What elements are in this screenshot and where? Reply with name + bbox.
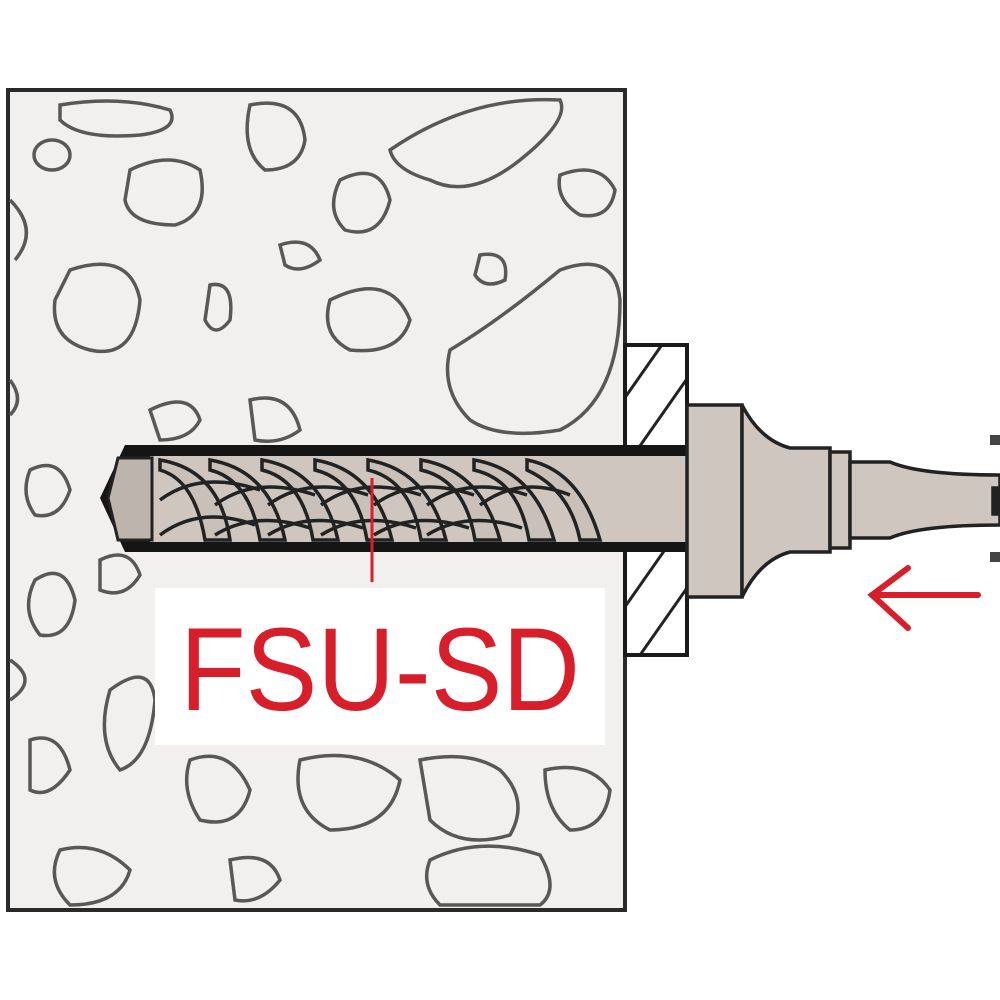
label-background [155, 588, 605, 745]
product-label: FSU-SD [155, 478, 605, 745]
aggregate-stones [8, 97, 622, 907]
screw-thread [158, 457, 603, 542]
concrete-screw-anchor [106, 456, 687, 542]
setting-tool [685, 403, 1000, 599]
insertion-direction-arrow-icon [867, 565, 981, 631]
product-name-label: FSU-SD [180, 604, 580, 736]
